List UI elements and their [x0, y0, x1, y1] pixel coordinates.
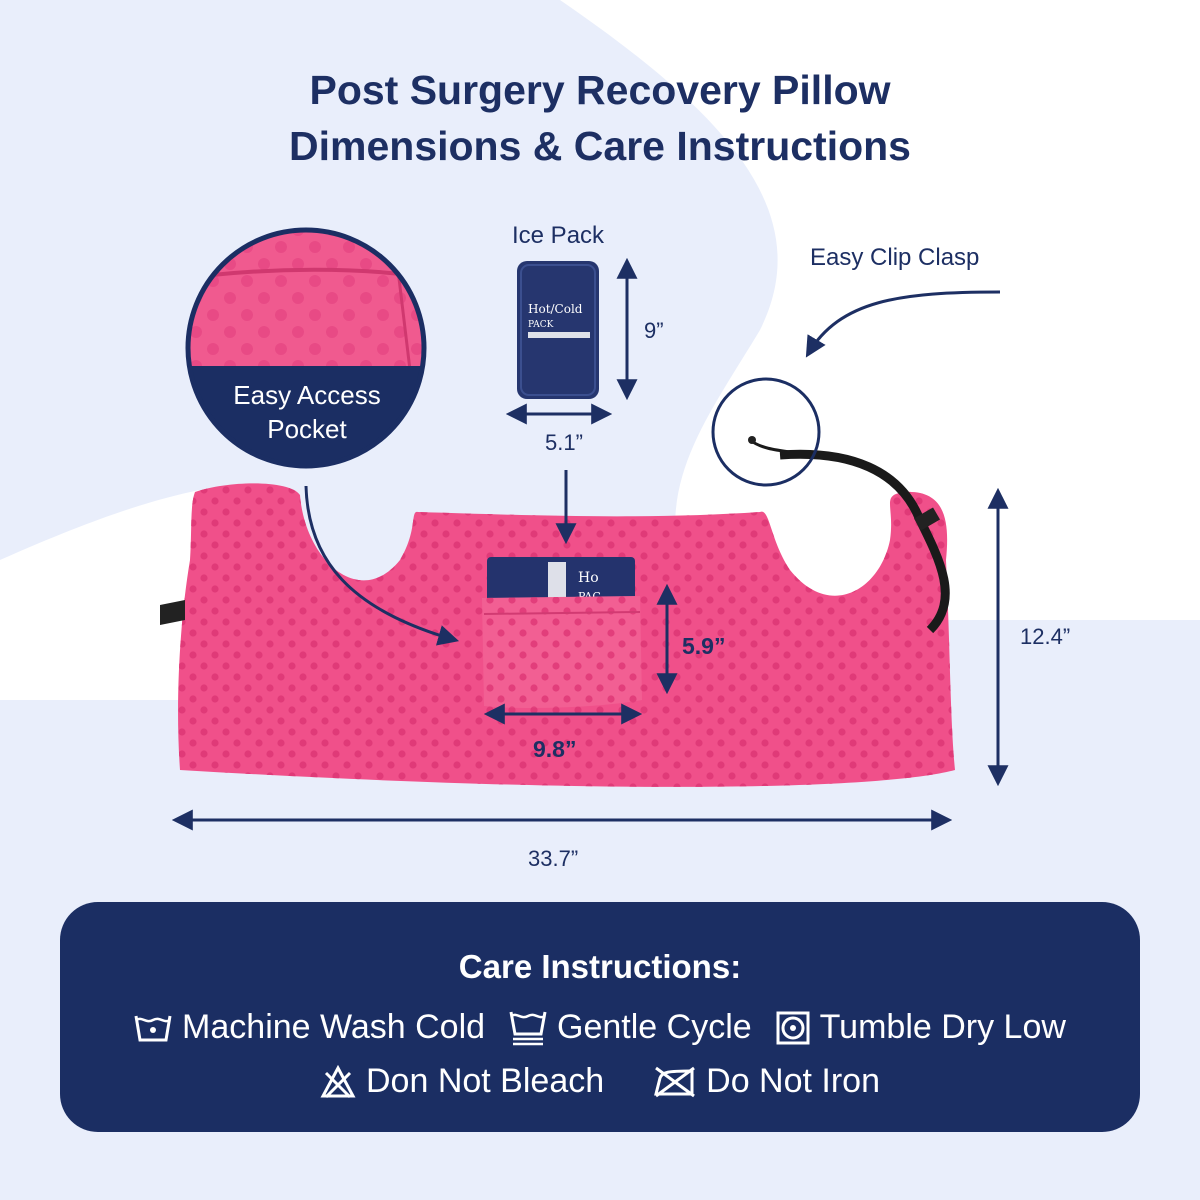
title-line-1: Post Surgery Recovery Pillow: [309, 67, 891, 113]
ice-pack-height-label: 9”: [644, 318, 664, 343]
ice-pack-width-label: 5.1”: [545, 430, 583, 455]
care-label-gentle-cycle: Gentle Cycle: [557, 1008, 752, 1046]
page-title: Post Surgery Recovery Pillow Dimensions …: [0, 62, 1200, 174]
care-row-2: Don Not Bleach Do Not Iron: [60, 1062, 1140, 1101]
care-item-do-not-iron: Do Not Iron: [652, 1062, 880, 1101]
ice-pack-label: Ice Pack: [512, 222, 605, 249]
do-not-bleach-icon: [320, 1064, 356, 1098]
ice-pack-print-line-2: PACK: [528, 320, 554, 330]
care-label-do-not-bleach: Don Not Bleach: [366, 1062, 605, 1100]
ice-pack-image: Hot/Cold PACK: [517, 261, 599, 399]
care-heading: Care Instructions:: [458, 948, 742, 985]
dimension-arrows: [171, 257, 1009, 831]
care-label-do-not-iron: Do Not Iron: [706, 1062, 880, 1100]
care-row-1: Machine Wash Cold Gentle Cycle Tumble Dr…: [60, 1008, 1140, 1047]
gentle-cycle-icon: [509, 1011, 547, 1045]
pillow-height-label: 12.4”: [1020, 624, 1071, 649]
pocket-width-label: 9.8”: [533, 736, 577, 762]
care-instructions-panel: Care Instructions: Machine Wash Cold Gen…: [60, 902, 1140, 1132]
care-item-machine-wash: Machine Wash Cold: [134, 1008, 485, 1047]
clasp-zoom-circle: [711, 377, 821, 487]
do-not-iron-icon: [654, 1066, 696, 1097]
care-label-machine-wash: Machine Wash Cold: [182, 1008, 486, 1046]
ice-pack-print-line-1: Hot/Cold: [528, 302, 583, 316]
title-line-2: Dimensions & Care Instructions: [289, 123, 911, 169]
care-item-gentle-cycle: Gentle Cycle: [509, 1008, 752, 1047]
svg-text:Ho: Ho: [578, 570, 599, 586]
care-label-tumble-dry: Tumble Dry Low: [819, 1008, 1066, 1046]
easy-access-pocket-label: Easy Access Pocket: [200, 378, 414, 446]
pocket-label-line-1: Easy Access: [233, 380, 381, 410]
tumble-dry-low-icon: [776, 1011, 810, 1044]
care-item-do-not-bleach: Don Not Bleach: [320, 1062, 604, 1101]
pillow-width-label: 33.7”: [528, 846, 579, 871]
pocket-with-ice-pack: Ho PAC: [482, 557, 642, 708]
pocket-label-line-2: Pocket: [267, 414, 347, 444]
pocket-height-label: 5.9”: [682, 633, 726, 659]
easy-clip-clasp-label: Easy Clip Clasp: [810, 244, 980, 271]
machine-wash-cold-icon: [134, 1015, 172, 1041]
care-item-tumble-dry: Tumble Dry Low: [776, 1008, 1066, 1047]
